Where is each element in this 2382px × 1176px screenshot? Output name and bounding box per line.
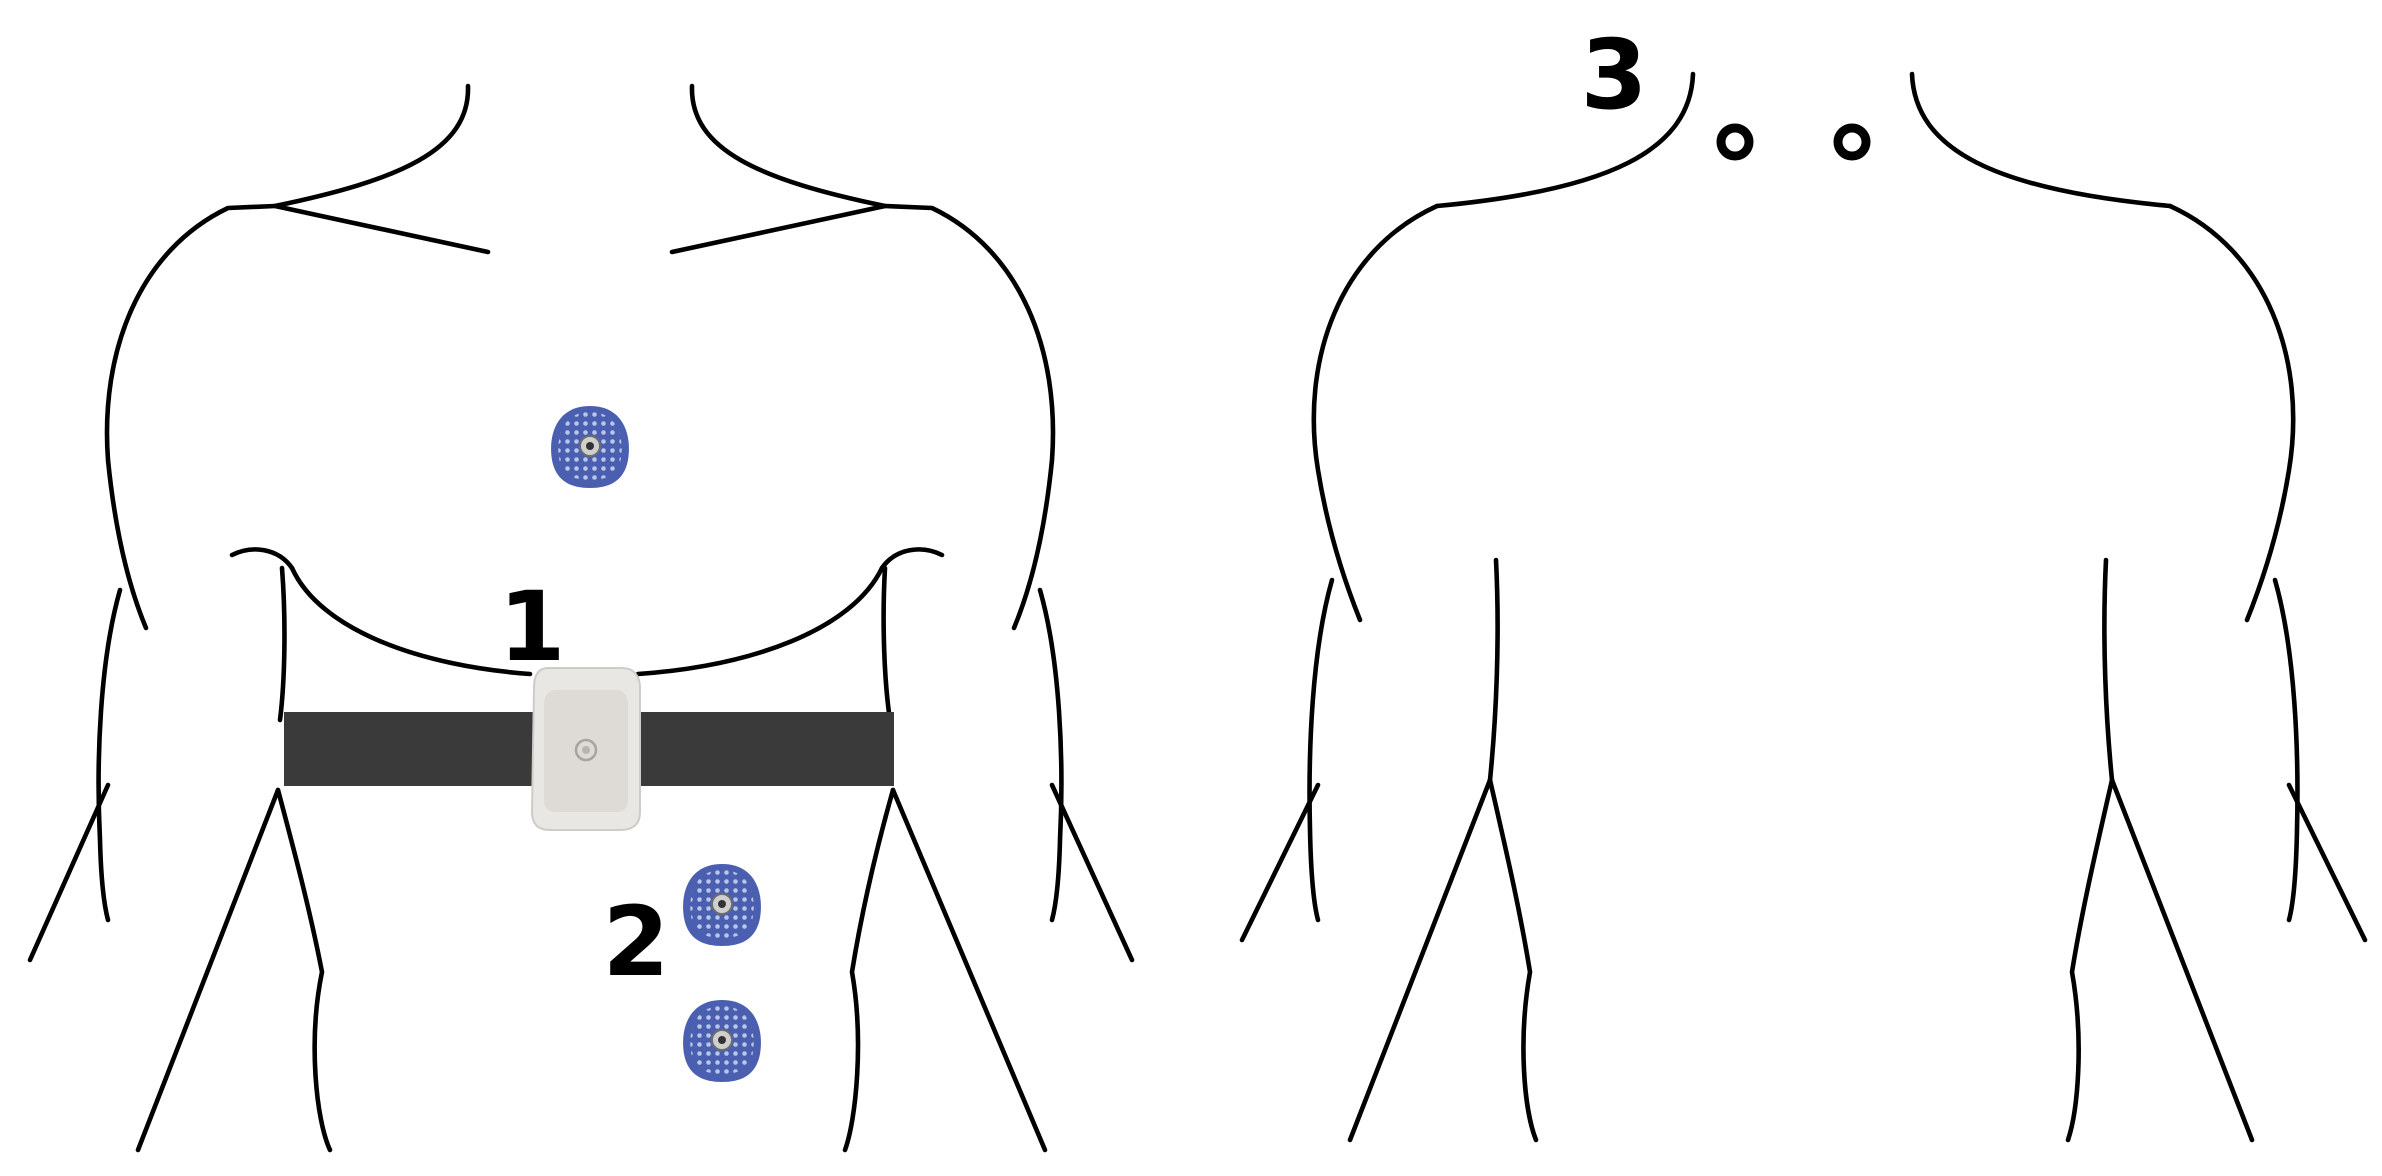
pec-left-line (289, 565, 533, 677)
arm-right-forearm-line (2286, 782, 2368, 943)
front-torso-outline (27, 83, 1135, 1153)
inner-arm-right-line (890, 787, 1048, 1153)
arm-right-forearm-line (1049, 782, 1135, 963)
marker-point-icon (1716, 123, 1754, 161)
marker-label-3: 3 (1581, 19, 1648, 131)
shoulder-right-line (2167, 203, 2296, 623)
back-right-lower-line (2065, 777, 2115, 1143)
arm-right-outer-line (1037, 587, 1064, 923)
back-torso: 3 (1239, 19, 2368, 1143)
arm-left-forearm-line (1239, 782, 1321, 943)
clavicle-right-line (669, 203, 888, 255)
neck-left-line (272, 83, 471, 209)
back-right-upper-line (2102, 557, 2115, 783)
pec-right-line (635, 565, 885, 677)
inner-arm-right-line (2109, 777, 2255, 1143)
electrode-icon (550, 405, 630, 489)
shoulder-right-line (882, 203, 1056, 631)
marker-label-2: 2 (603, 886, 670, 998)
torso-right-lower-line (842, 787, 896, 1153)
inner-arm-left-line (135, 787, 281, 1153)
torso-right-upper-line (881, 565, 893, 723)
front-torso: 1 2 (27, 83, 1135, 1153)
back-torso-outline (1239, 71, 2368, 1143)
neck-left-line (1434, 71, 1696, 209)
neck-right-line (1909, 71, 2173, 209)
marker-label-1: 1 (499, 571, 566, 683)
torso-left-lower-line (275, 787, 333, 1153)
arm-left-forearm-line (27, 782, 111, 963)
pec-right-fold-line (879, 547, 945, 571)
marker-point-icon (1833, 123, 1871, 161)
electrode-icon (682, 863, 762, 947)
arm-left-outer-line (1307, 577, 1335, 923)
arm-right-outer-line (2272, 577, 2300, 923)
sensor-device-icon (530, 667, 641, 831)
clavicle-left-line (272, 203, 491, 255)
back-left-upper-line (1487, 557, 1500, 783)
chest-strap-sensor (284, 667, 894, 831)
torso-left-upper-line (277, 565, 287, 723)
pec-left-fold-line (229, 547, 295, 571)
electrode-icon (682, 999, 762, 1083)
arm-left-outer-line (96, 587, 123, 923)
shoulder-left-line (104, 203, 278, 631)
shoulder-left-line (1311, 203, 1440, 623)
inner-arm-left-line (1347, 777, 1493, 1143)
neck-right-line (689, 83, 888, 209)
back-left-lower-line (1487, 777, 1539, 1143)
